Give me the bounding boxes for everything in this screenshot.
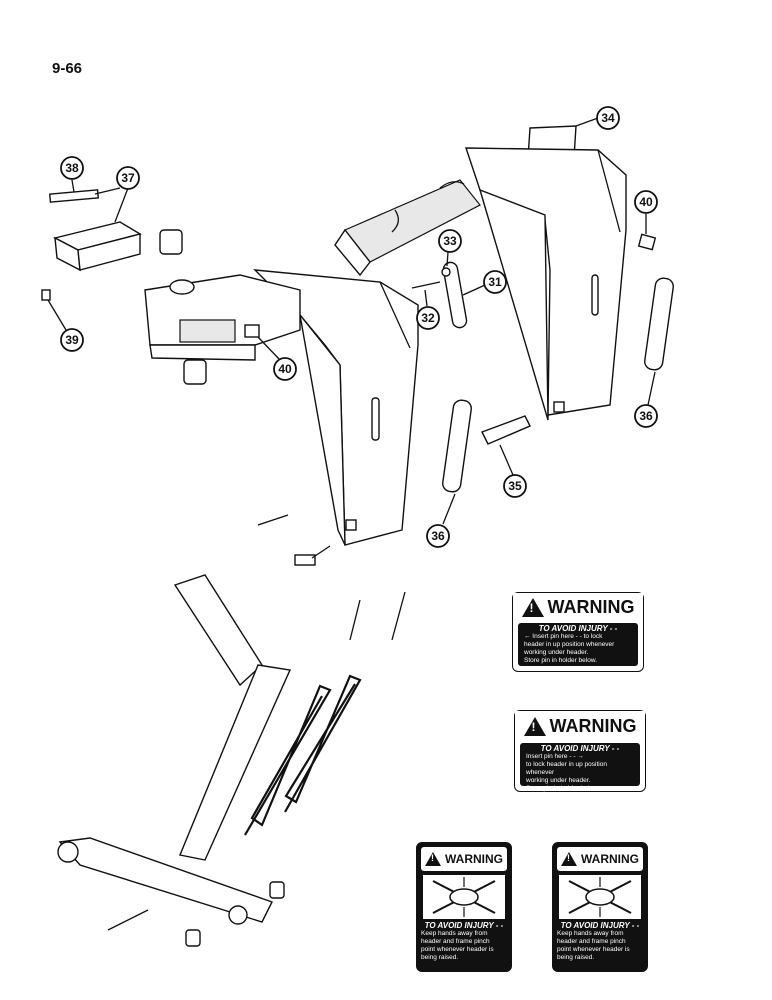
- pin-32: [411, 281, 441, 289]
- callout-35: 35: [499, 444, 527, 498]
- bolt: [257, 514, 289, 526]
- svg-text:40: 40: [278, 362, 292, 376]
- page-number: 9-66: [52, 60, 83, 77]
- callout-40-right: 40: [634, 190, 658, 251]
- strap-36: [442, 399, 472, 493]
- decal-line: Insert pin here - - →: [526, 753, 584, 760]
- decal-line: working under header.: [524, 649, 589, 656]
- decal-title: TO AVOID INJURY - -: [538, 624, 618, 633]
- svg-text:31: 31: [488, 275, 502, 289]
- warning-triangle-icon: [561, 852, 577, 866]
- svg-text:37: 37: [121, 171, 135, 185]
- decal-heading: WARNING: [547, 596, 635, 617]
- bushing: [183, 359, 207, 385]
- callout-31: 31: [462, 270, 507, 296]
- warning-decal-2: WARNING TO AVOID INJURY - - Insert pin h…: [514, 710, 646, 792]
- clip-39: [41, 289, 51, 301]
- decal-heading: WARNING: [549, 715, 637, 736]
- link-31: [442, 261, 468, 329]
- warning-decal-1: WARNING TO AVOID INJURY - - ← Insert pin…: [512, 592, 644, 672]
- bushing: [159, 229, 183, 255]
- decal-line: Keep hands away from: [557, 930, 624, 937]
- compression-springs: [244, 591, 406, 836]
- callout-32: 32: [416, 289, 440, 330]
- left-upright-frame: [253, 269, 419, 546]
- decal-line: working under header.: [526, 777, 591, 784]
- strap-36: [644, 277, 674, 371]
- warning-decal-4: WARNING TO AVOID INJURY - - Keep hands a…: [552, 842, 648, 972]
- storage-box-37: [53, 221, 142, 272]
- callout-39: 39: [47, 299, 84, 352]
- decal-heading: WARNING: [581, 852, 639, 866]
- svg-text:33: 33: [443, 234, 457, 248]
- callout-40-left: 40: [257, 336, 297, 381]
- decal-line: point whenever header is: [421, 946, 494, 953]
- decal-line: to lock header in up position whenever: [526, 761, 607, 776]
- warning-triangle-icon: [523, 716, 546, 736]
- decal-line: Store pin in holder below.: [526, 785, 599, 792]
- svg-text:35: 35: [508, 479, 522, 493]
- cross-tube: [334, 179, 481, 277]
- decal-line: header and frame pinch: [557, 938, 626, 945]
- pinch-point-hazard-icon: [422, 874, 506, 920]
- decal-line: ← Insert pin here - - to lock: [524, 633, 603, 640]
- decal-heading: WARNING: [445, 852, 503, 866]
- svg-text:38: 38: [65, 161, 79, 175]
- svg-text:39: 39: [65, 333, 79, 347]
- decal-title: TO AVOID INJURY - -: [560, 921, 640, 930]
- decal-line: header and frame pinch: [421, 938, 490, 945]
- svg-text:34: 34: [601, 111, 615, 125]
- decal-line: being raised.: [557, 954, 595, 961]
- callout-37: 37: [94, 166, 140, 223]
- callout-36-left: 36: [426, 493, 456, 548]
- svg-text:36: 36: [639, 409, 653, 423]
- pin-holder-tube: [144, 274, 301, 361]
- svg-text:32: 32: [421, 311, 435, 325]
- svg-text:36: 36: [431, 529, 445, 543]
- lower-lift-linkage: [57, 574, 292, 947]
- decal-line: Keep hands away from: [421, 930, 488, 937]
- warning-triangle-icon: [521, 597, 544, 617]
- decal-title: TO AVOID INJURY - -: [424, 921, 504, 930]
- pinch-point-hazard-icon: [558, 874, 642, 920]
- pin-35: [481, 415, 531, 445]
- washer-33: [441, 267, 451, 277]
- warning-triangle-icon: [425, 852, 441, 866]
- callout-36-right: 36: [634, 371, 658, 428]
- decal-title: TO AVOID INJURY - -: [540, 744, 620, 753]
- decal-line: header in up position whenever: [524, 641, 615, 648]
- decal-line: Store pin in holder below.: [524, 657, 597, 664]
- right-upright-frame: [465, 147, 627, 421]
- decal-line: being raised.: [421, 954, 459, 961]
- bolt: [311, 545, 331, 559]
- callout-33: 33: [438, 229, 462, 267]
- decal-line: point whenever header is: [557, 946, 630, 953]
- callout-38: 38: [60, 156, 84, 193]
- warning-decal-3: WARNING TO AVOID INJURY - - Keep hands a…: [416, 842, 512, 972]
- callout-34: 34: [575, 106, 620, 130]
- bracket: [294, 554, 316, 566]
- svg-text:40: 40: [639, 195, 653, 209]
